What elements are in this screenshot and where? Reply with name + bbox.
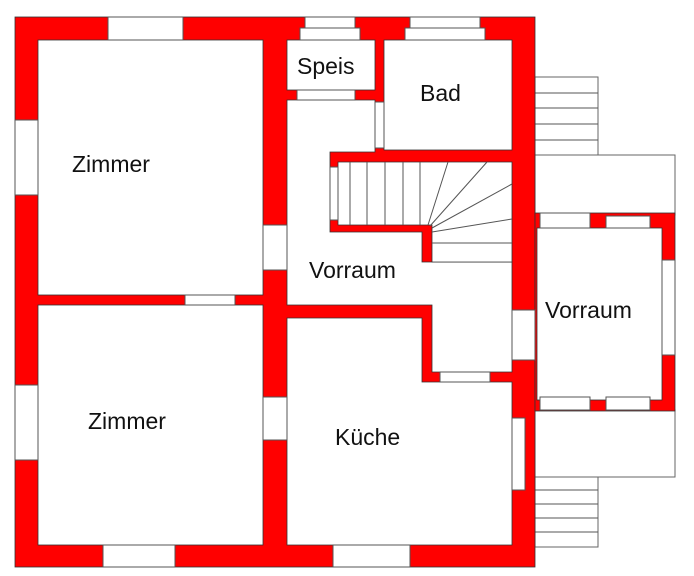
label-zimmer-bottom: Zimmer (88, 408, 166, 434)
label-vorraum-right: Vorraum (545, 297, 632, 323)
porch-top (534, 154, 676, 216)
room-zimmer-top (37, 39, 264, 296)
room-vorraum-center (286, 99, 513, 373)
exterior-stairs-bottom (534, 476, 599, 548)
room-vorraum-right (536, 227, 663, 401)
porch-bottom (534, 409, 676, 478)
room-speis (286, 39, 376, 91)
staircase (337, 161, 513, 263)
room-bad (383, 39, 513, 151)
label-zimmer-top: Zimmer (72, 151, 150, 177)
exterior-stairs-top (534, 76, 599, 156)
label-kueche: Küche (335, 424, 400, 450)
label-speis: Speis (297, 53, 355, 79)
label-bad: Bad (420, 80, 461, 106)
windows (14, 16, 676, 568)
room-kueche (286, 317, 513, 546)
label-vorraum-center: Vorraum (309, 257, 396, 283)
